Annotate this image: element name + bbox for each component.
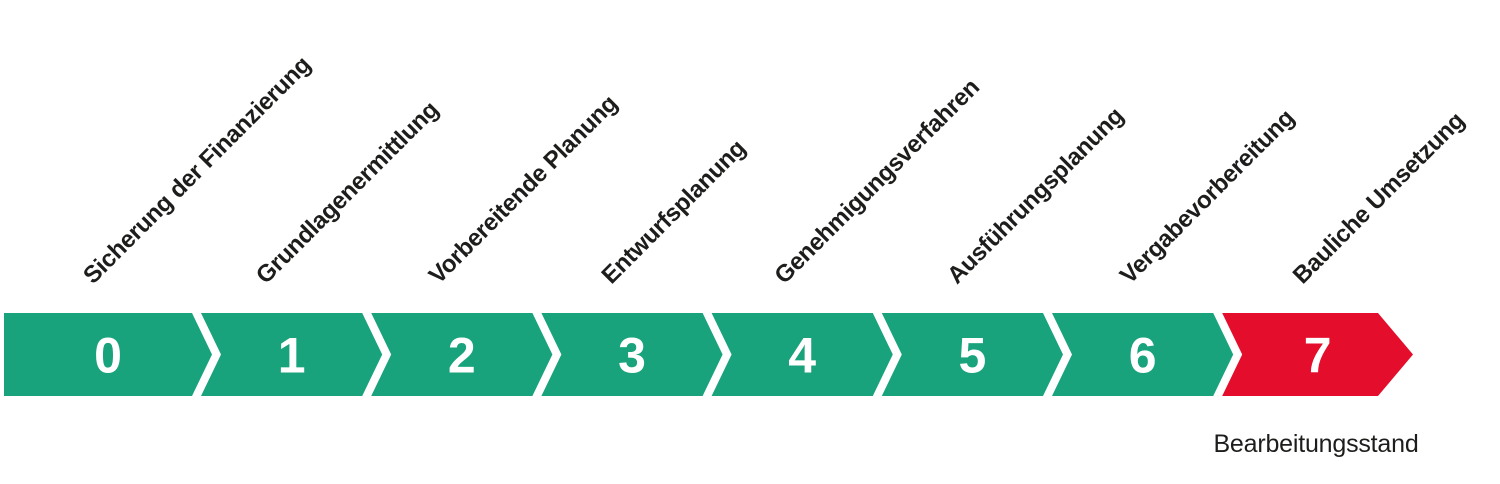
chevron-bar [4, 313, 1413, 396]
phase-label-6: Vergabevorbereitung [1115, 104, 1300, 289]
phase-number-3: 3 [618, 328, 646, 384]
phase-number-7: 7 [1304, 328, 1332, 384]
phase-label-4: Genehmigungsverfahren [769, 74, 985, 290]
phase-label-5: Ausführungsplanung [942, 102, 1129, 289]
phase-number-0: 0 [94, 328, 122, 384]
phase-number-4: 4 [788, 328, 816, 384]
status-label: Bearbeitungsstand [1213, 430, 1418, 458]
phase-segment-3 [541, 313, 723, 396]
phase-segment-6 [1052, 313, 1234, 396]
phase-numbers: 0 1 2 3 4 5 6 7 [94, 328, 1331, 384]
phase-label-1: Grundlagenermittlung [251, 96, 444, 289]
phase-segment-2 [371, 313, 553, 396]
phase-segment-5 [881, 313, 1063, 396]
phase-number-5: 5 [958, 328, 986, 384]
phase-number-1: 1 [278, 328, 306, 384]
phase-number-2: 2 [448, 328, 476, 384]
phase-segment-4 [711, 313, 893, 396]
phase-segment-7-current [1222, 313, 1413, 396]
phase-segment-0 [4, 313, 212, 396]
phase-number-6: 6 [1129, 328, 1157, 384]
phase-label-3: Entwurfsplanung [597, 135, 752, 290]
phase-label-7: Bauliche Umsetzung [1288, 107, 1470, 289]
phase-label-2: Vorbereitende Planung [424, 90, 623, 289]
phase-segment-1 [201, 313, 383, 396]
phase-labels: Sicherung der FinanzierungGrundlagenermi… [78, 51, 1470, 289]
